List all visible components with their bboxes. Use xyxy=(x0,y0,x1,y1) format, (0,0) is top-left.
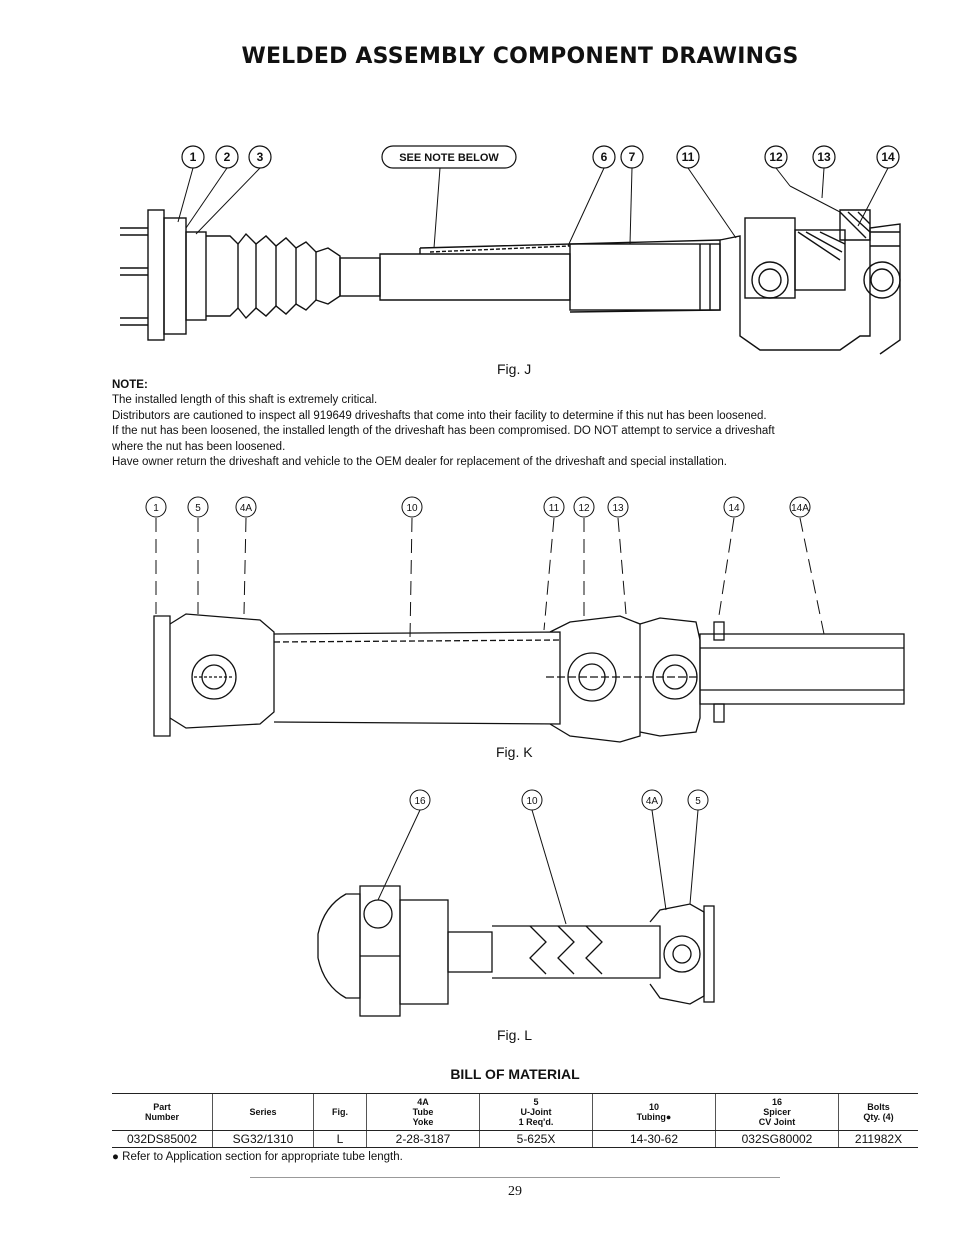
bom-cell: L xyxy=(313,1130,367,1148)
fig-l-callout: 5 xyxy=(695,796,701,807)
page-number: 29 xyxy=(508,1184,522,1199)
bom-cell: SG32/1310 xyxy=(212,1130,314,1148)
fig-k-callout: 4A xyxy=(240,503,253,514)
see-note-callout: SEE NOTE BELOW xyxy=(399,152,499,164)
figure-l-drawing: 16 10 4A 5 xyxy=(317,789,715,1017)
fig-k-callout: 10 xyxy=(406,503,418,514)
fig-l-callout: 16 xyxy=(414,796,426,807)
figure-l-label: Fig. L xyxy=(497,1027,533,1043)
fig-k-callout: 11 xyxy=(549,503,560,514)
bom-header-series: Series xyxy=(212,1093,314,1131)
page-title: WELDED ASSEMBLY COMPONENT DRAWINGS xyxy=(241,44,799,69)
fig-j-callout: 14 xyxy=(881,150,895,164)
bom-footnote: ● Refer to Application section for appro… xyxy=(112,1151,403,1163)
bom-cell: 032DS85002 xyxy=(112,1130,213,1148)
fig-k-callout: 12 xyxy=(578,503,590,514)
figure-j-drawing: 1 2 3 6 7 11 12 13 14 SEE NOTE BELOW xyxy=(120,145,901,355)
note-line: Have owner return the driveshaft and veh… xyxy=(112,456,727,469)
fig-j-callout: 1 xyxy=(190,150,197,164)
fig-k-callout: 14A xyxy=(791,503,809,514)
fig-k-callout: 5 xyxy=(195,503,201,514)
bom-cell: 14-30-62 xyxy=(592,1130,716,1148)
figure-k-drawing: 1 5 4A 10 11 12 13 14 14A xyxy=(145,496,905,743)
fig-j-callout: 13 xyxy=(817,150,831,164)
fig-j-callout: 12 xyxy=(769,150,783,164)
fig-j-callout: 2 xyxy=(224,150,231,164)
fig-j-callout: 7 xyxy=(629,150,636,164)
note-line: Distributors are cautioned to inspect al… xyxy=(112,409,767,422)
fig-j-callout: 11 xyxy=(682,150,695,164)
bom-cell: 5-625X xyxy=(479,1130,593,1148)
fig-j-callout: 6 xyxy=(601,150,608,164)
note-heading: NOTE: xyxy=(112,379,148,391)
figure-k-label: Fig. K xyxy=(496,744,533,760)
fig-k-callout: 13 xyxy=(612,503,624,514)
fig-j-callout: 3 xyxy=(257,150,264,164)
note-block: NOTE: The installed length of this shaft… xyxy=(112,378,872,470)
bom-header-fig: Fig. xyxy=(313,1093,367,1131)
note-line: where the nut has been loosened. xyxy=(112,440,286,453)
bom-cell: 032SG80002 xyxy=(715,1130,839,1148)
fig-l-callout: 4A xyxy=(646,796,659,807)
bom-title: BILL OF MATERIAL xyxy=(450,1066,580,1082)
fig-k-callout: 14 xyxy=(728,503,740,514)
bom-cell: 2-28-3187 xyxy=(366,1130,480,1148)
note-line: The installed length of this shaft is ex… xyxy=(112,394,378,407)
footer-divider xyxy=(250,1177,780,1178)
bom-cell: 211982X xyxy=(838,1130,918,1148)
note-line: If the nut has been loosened, the instal… xyxy=(112,425,775,438)
fig-l-callout: 10 xyxy=(526,796,538,807)
table-row: 032DS85002 SG32/1310 L 2-28-3187 5-625X … xyxy=(112,1130,918,1148)
fig-k-callout: 1 xyxy=(153,503,159,514)
figure-j-label: Fig. J xyxy=(497,361,532,377)
